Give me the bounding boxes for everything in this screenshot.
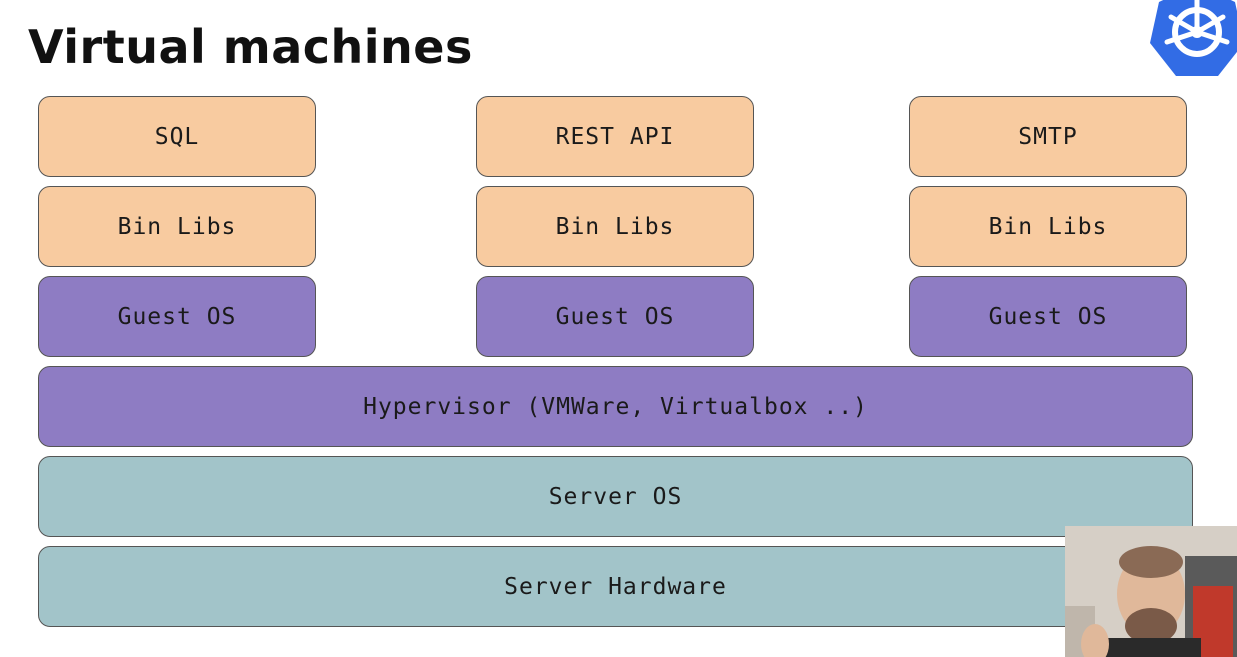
presenter-video-icon	[1065, 526, 1237, 657]
app-label: SMTP	[1018, 123, 1078, 150]
guest-os-block: Guest OS	[476, 276, 754, 357]
guest-os-label: Guest OS	[117, 303, 237, 330]
bin-libs-block: Bin Libs	[476, 186, 754, 267]
hypervisor-label: Hypervisor (VMWare, Virtualbox ..)	[363, 393, 868, 420]
bin-libs-label: Bin Libs	[117, 213, 237, 240]
hypervisor-block: Hypervisor (VMWare, Virtualbox ..)	[38, 366, 1193, 447]
server-hardware-label: Server Hardware	[504, 573, 727, 600]
page-title: Virtual machines	[28, 20, 473, 74]
app-block-rest-api: REST API	[476, 96, 754, 177]
bin-libs-label: Bin Libs	[988, 213, 1108, 240]
bin-libs-block: Bin Libs	[38, 186, 316, 267]
server-os-block: Server OS	[38, 456, 1193, 537]
kubernetes-logo-icon	[1150, 0, 1237, 76]
app-block-sql: SQL	[38, 96, 316, 177]
guest-os-label: Guest OS	[988, 303, 1108, 330]
bin-libs-block: Bin Libs	[909, 186, 1187, 267]
app-label: SQL	[154, 123, 200, 150]
guest-os-label: Guest OS	[555, 303, 675, 330]
webcam-overlay	[1065, 526, 1237, 657]
guest-os-block: Guest OS	[909, 276, 1187, 357]
app-block-smtp: SMTP	[909, 96, 1187, 177]
bin-libs-label: Bin Libs	[555, 213, 675, 240]
server-os-label: Server OS	[548, 483, 683, 510]
server-hardware-block: Server Hardware	[38, 546, 1193, 627]
guest-os-block: Guest OS	[38, 276, 316, 357]
app-label: REST API	[555, 123, 675, 150]
